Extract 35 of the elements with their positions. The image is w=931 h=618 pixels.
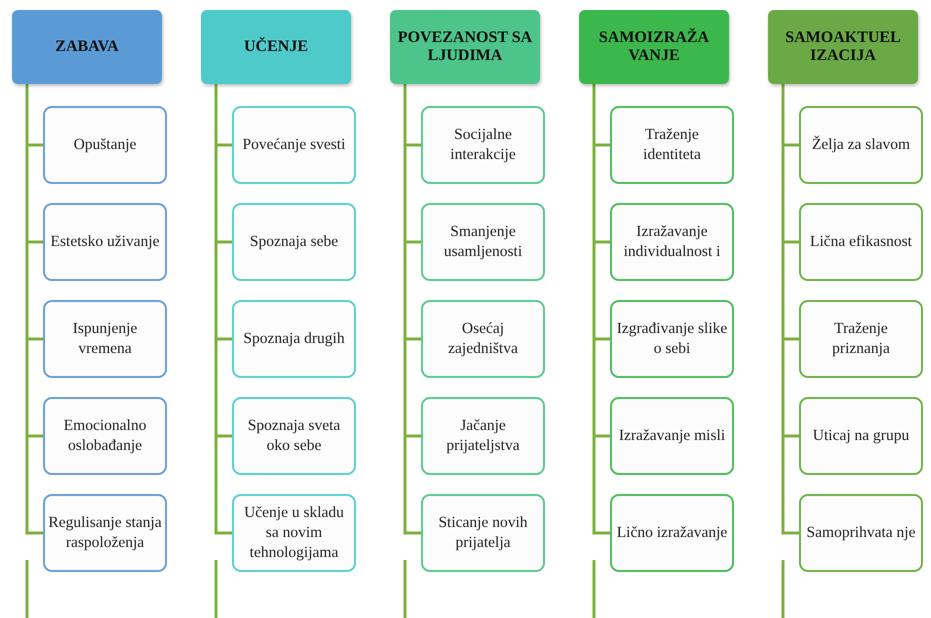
item-box: Izražavanje individualnost i: [610, 203, 734, 281]
item-box: Želja za slavom: [799, 106, 923, 184]
item-box: Samoprihvata nje: [799, 494, 923, 572]
item-box: Izražavanje misli: [610, 397, 734, 475]
category-header: POVEZANOST SA LJUDIMA: [390, 10, 540, 84]
connector-line: [26, 84, 43, 534]
category-header: SAMOIZRAŽA VANJE: [579, 10, 729, 84]
item-box: Opuštanje: [43, 106, 167, 184]
category-header: SAMOAKTUEL IZACIJA: [768, 10, 918, 84]
item-box: Emocionalno oslobađanje: [43, 397, 167, 475]
connector-line: [404, 84, 421, 534]
item-box: Estetsko uživanje: [43, 203, 167, 281]
item-box: Izgrađivanje slike o sebi: [610, 300, 734, 378]
item-box: Spoznaja sebe: [232, 203, 356, 281]
category-header: ZABAVA: [12, 10, 162, 84]
item-box: Lično izražavanje: [610, 494, 734, 572]
item-box: Spoznaja drugih: [232, 300, 356, 378]
connector-line: [592, 84, 610, 534]
item-box: Traženje identiteta: [610, 106, 734, 184]
item-box: Ispunjenje vremena: [43, 300, 167, 378]
connector-line: [214, 84, 232, 534]
item-box: Socijalne interakcije: [421, 106, 545, 184]
item-box: Lična efikasnost: [799, 203, 923, 281]
item-box: Spoznaja sveta oko sebe: [232, 397, 356, 475]
item-box: Povećanje svesti: [232, 106, 356, 184]
item-box: Jačanje prijateljstva: [421, 397, 545, 475]
item-box: Sticanje novih prijatelja: [421, 494, 545, 572]
item-box: Smanjenje usamljenosti: [421, 203, 545, 281]
item-box: Regulisanje stanja raspoloženja: [43, 494, 167, 572]
item-box: Učenje u skladu sa novim tehnologijama: [232, 494, 356, 572]
item-box: Uticaj na grupu: [799, 397, 923, 475]
item-box: Traženje priznanja: [799, 300, 923, 378]
category-header: UČENJE: [201, 10, 351, 84]
connector-line: [782, 84, 799, 534]
item-box: Osećaj zajedništva: [421, 300, 545, 378]
